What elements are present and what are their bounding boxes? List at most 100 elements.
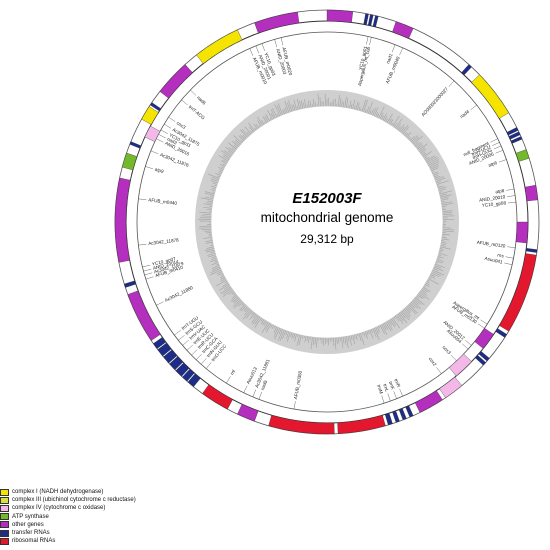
gene-block-other xyxy=(414,390,443,413)
gene-label: nad3 xyxy=(166,136,178,145)
gc-content-ring xyxy=(195,90,459,354)
label-leader-line xyxy=(255,45,260,54)
gene-block-trna xyxy=(478,350,490,362)
label-leader-line xyxy=(507,201,516,204)
gene-block-trna xyxy=(363,13,369,26)
label-leader-line xyxy=(480,319,488,325)
gc-ring-band xyxy=(195,90,459,354)
label-leader-line xyxy=(465,340,472,346)
label-leader-line xyxy=(505,256,514,259)
gene-label: Ac3042_11880 xyxy=(164,285,194,303)
genome-length: 29,312 bp xyxy=(300,232,354,246)
gene-block-rrna xyxy=(268,414,335,435)
gene-label: YC10_gp07 xyxy=(151,256,176,267)
gene-block-trna xyxy=(392,410,400,423)
label-leader-line xyxy=(492,142,500,146)
legend-swatch xyxy=(0,513,9,521)
gene-label: AFUB_m0350 xyxy=(293,370,303,400)
gene-label: nad1 xyxy=(385,53,393,65)
label-leader-line xyxy=(182,340,189,346)
gene-label: trnL xyxy=(382,383,390,393)
legend-item-other-genes: other genes xyxy=(0,521,240,529)
gene-block-other xyxy=(326,9,354,23)
label-leader-line xyxy=(507,195,516,197)
label-leader-line xyxy=(145,276,154,280)
gene-block-other xyxy=(127,290,161,341)
gc-inner-boundary xyxy=(210,105,444,339)
legend-label: complex III (ubichinol cytochrome c redu… xyxy=(12,497,136,504)
label-leader-line xyxy=(366,36,369,45)
gene-block-trna xyxy=(508,131,521,140)
gene-block-other xyxy=(254,11,300,34)
gene-label: Asuu041 xyxy=(484,256,503,265)
gene-label: ANID_20010 xyxy=(479,194,506,203)
label-leader-line xyxy=(387,393,391,402)
legend-item-atp-synthase: ATP synthase xyxy=(0,513,240,521)
label-leader-line xyxy=(142,264,151,268)
legend-label: other genes xyxy=(12,521,44,528)
label-leader-line xyxy=(252,389,257,397)
label-leader-line xyxy=(156,138,164,143)
gene-block-complex_i xyxy=(471,74,509,119)
gene-block-trna xyxy=(506,127,519,136)
label-leader-line xyxy=(490,138,498,143)
label-leader-line xyxy=(495,150,503,154)
gene-label: atp9 xyxy=(154,167,164,175)
gene-label: atp6 xyxy=(488,160,499,168)
label-leader-line xyxy=(181,99,188,106)
label-leader-line xyxy=(293,401,296,410)
gene-block-trna xyxy=(149,102,162,112)
label-leader-line xyxy=(399,47,403,56)
legend-swatch xyxy=(0,537,9,545)
label-leader-line xyxy=(196,353,202,360)
gene-block-trna xyxy=(153,337,167,349)
label-leader-line xyxy=(164,123,172,129)
label-leader-line xyxy=(158,134,166,139)
label-leader-line xyxy=(507,246,516,248)
gene-block-trna xyxy=(129,141,142,149)
label-leader-line xyxy=(138,198,147,201)
gene-features xyxy=(114,9,539,435)
label-leader-line xyxy=(205,362,212,369)
label-leader-line xyxy=(174,330,181,336)
label-leader-line xyxy=(381,395,385,404)
label-leader-line xyxy=(399,388,403,397)
gene-label: trnK xyxy=(388,381,396,392)
gene-block-other xyxy=(524,184,539,202)
gene-label: AFUB_m0440 xyxy=(148,197,178,206)
gene-label: ANID_20014 xyxy=(152,259,179,271)
label-leader-line xyxy=(274,39,278,48)
gene-block-atp xyxy=(515,149,530,162)
gene-block-trna xyxy=(405,405,414,418)
gene-block-other xyxy=(237,403,259,422)
gene-block-rrna xyxy=(202,384,233,410)
gene-block-trna xyxy=(367,14,374,27)
gene-label: rns xyxy=(497,252,505,258)
gene-block-complex_iv xyxy=(439,376,463,398)
legend-item-trna: transfer RNAs xyxy=(0,529,240,537)
label-leader-line xyxy=(261,43,265,52)
gene-block-trna xyxy=(163,349,178,364)
gene-label: AFUB_m0020 xyxy=(281,47,293,77)
legend-swatch xyxy=(0,504,9,512)
gene-block-trna xyxy=(510,136,523,144)
legend-item-complex-iv: complex IV (cytochrome c oxidase) xyxy=(0,504,240,512)
gene-block-other xyxy=(114,177,131,263)
legend-swatch xyxy=(0,529,9,537)
label-leader-line xyxy=(392,44,396,53)
gene-label: AFUB_m0120 xyxy=(476,240,506,249)
legend-item-complex-iii: complex III (ubichinol cytochrome c redu… xyxy=(0,496,240,504)
legend-label: ATP synthase xyxy=(12,513,49,520)
label-leader-line xyxy=(462,343,469,350)
gene-label: Ac3042_11878 xyxy=(148,237,179,246)
legend-label: complex I (NADH dehydrogenase) xyxy=(12,489,104,496)
gene-block-other xyxy=(159,64,193,99)
label-leader-line xyxy=(143,268,152,272)
gene-label: trnT-ACG xyxy=(188,104,206,121)
gene-block-trna xyxy=(461,64,472,76)
label-leader-line xyxy=(226,376,231,384)
legend-item-complex-i: complex I (NADH dehydrogenase) xyxy=(0,488,240,496)
gene-label: cox3 xyxy=(442,345,453,356)
